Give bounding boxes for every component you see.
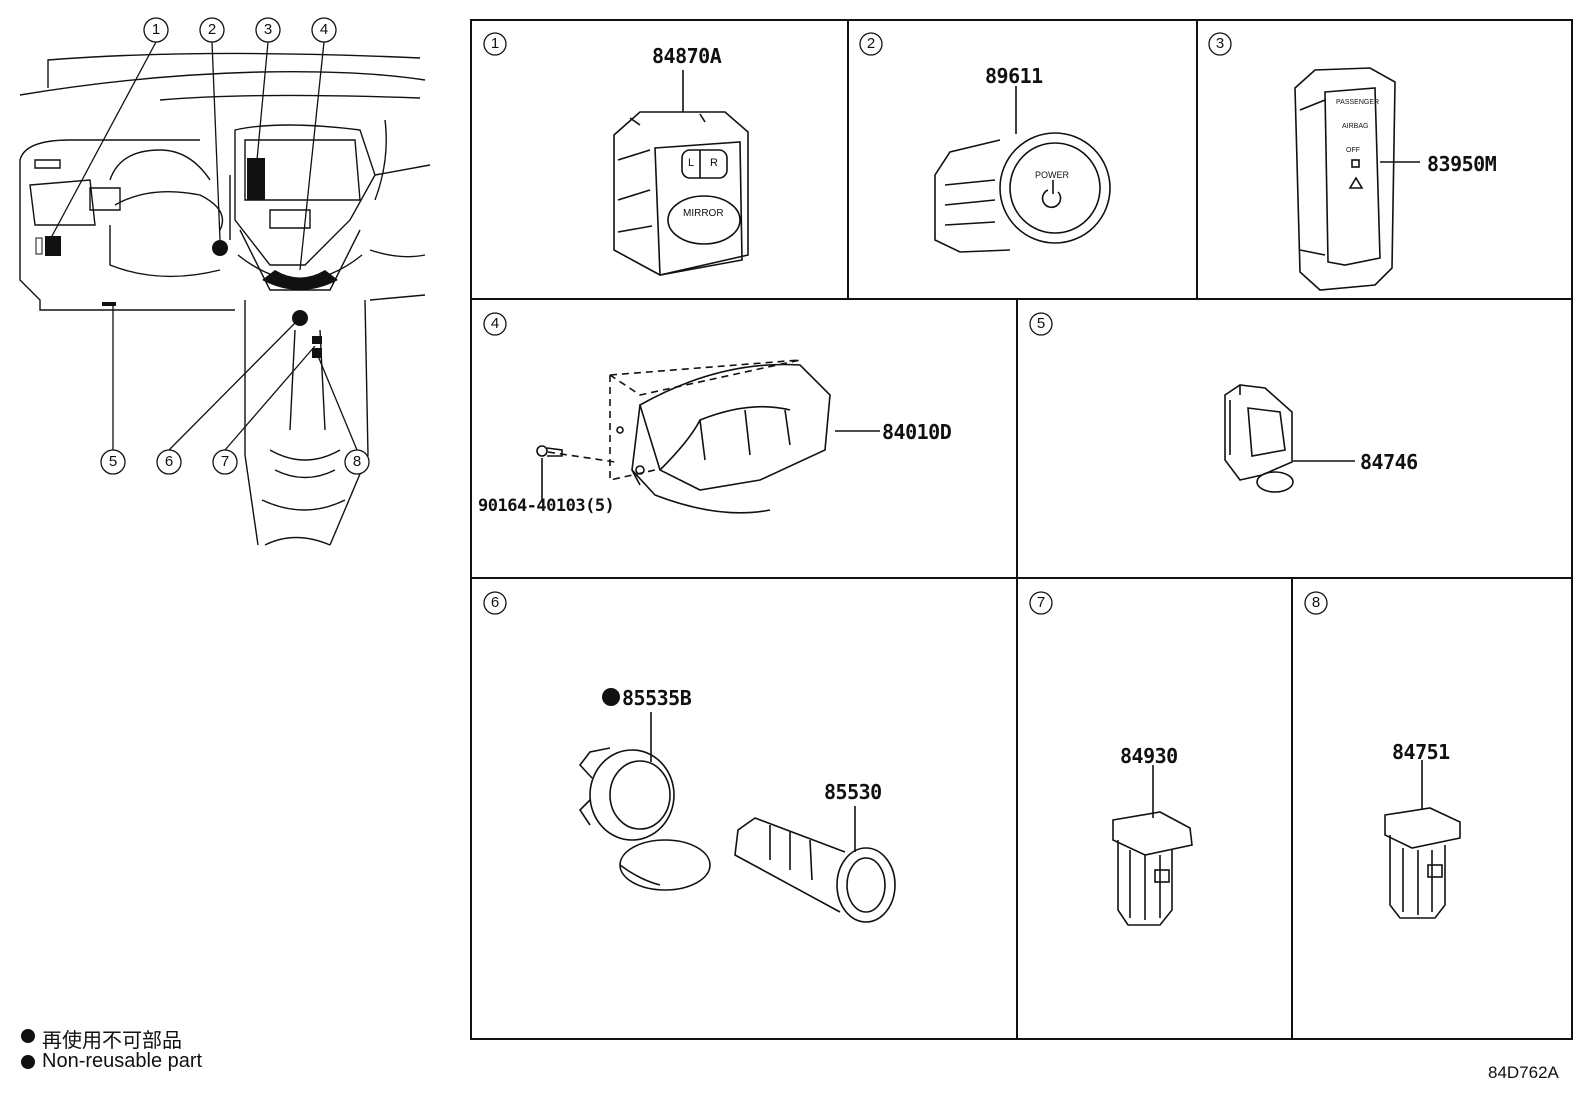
legend-bullet-jp [21,1029,35,1043]
location-markers [35,158,338,358]
callout-leaders [51,41,358,451]
panel-frame [470,19,1573,1040]
svg-text:OFF: OFF [1346,147,1360,154]
part-90164-40103[interactable]: 90164-40103(5) [478,496,615,516]
part-84010D[interactable]: 84010D [882,420,952,444]
part-84751[interactable]: 84751 [1392,740,1450,764]
panel-7-index: 7 [1036,594,1046,611]
callout-2: 2 [207,21,217,38]
part-83950M[interactable]: 83950M [1427,152,1497,176]
svg-text:PASSENGER: PASSENGER [1336,99,1379,106]
mirror-label: MIRROR [683,208,724,219]
panel-3-index: 3 [1215,35,1225,52]
legend-jp: 再使用不可部品 [42,1030,182,1052]
part-84746[interactable]: 84746 [1360,450,1418,474]
panel-2-index: 2 [866,35,876,52]
callout-4: 4 [319,21,329,38]
small-switch-drawing [1224,384,1355,493]
dashboard-illustration [19,52,431,546]
callout-8: 8 [352,453,362,470]
push-switch-8-drawing [1384,760,1461,919]
climate-control-drawing [536,359,880,514]
panel-8-index: 8 [1311,594,1321,611]
legend-en: Non-reusable part [42,1050,203,1072]
power-socket-drawing [578,688,896,923]
mirror-l-label: L [688,157,695,169]
part-89611[interactable]: 89611 [985,64,1043,88]
power-label: POWER [1035,170,1070,180]
callout-6: 6 [164,453,174,470]
callout-3: 3 [263,21,273,38]
part-85530[interactable]: 85530 [824,780,882,804]
panel-index-circles [483,32,1328,615]
callout-7: 7 [220,453,230,470]
legend-bullet-en [21,1055,35,1069]
power-switch-drawing [934,86,1111,253]
mirror-switch-drawing [613,70,749,276]
push-switch-7-drawing [1112,765,1193,926]
diagram-id: 84D762A [1488,1063,1559,1082]
svg-text:AIRBAG: AIRBAG [1342,123,1368,130]
part-84930[interactable]: 84930 [1120,744,1178,768]
panel-6-index: 6 [490,594,500,611]
panel-4-index: 4 [490,315,500,332]
panel-5-index: 5 [1036,315,1046,332]
panel-1-index: 1 [490,35,500,52]
mirror-r-label: R [710,157,718,169]
callout-circles [100,17,370,475]
callout-5: 5 [108,453,118,470]
callout-1: 1 [151,21,161,38]
switch-panel-drawing: PASSENGER AIRBAG OFF [1294,67,1420,291]
part-85535B[interactable]: 85535B [622,686,692,710]
part-84870A[interactable]: 84870A [652,44,722,68]
